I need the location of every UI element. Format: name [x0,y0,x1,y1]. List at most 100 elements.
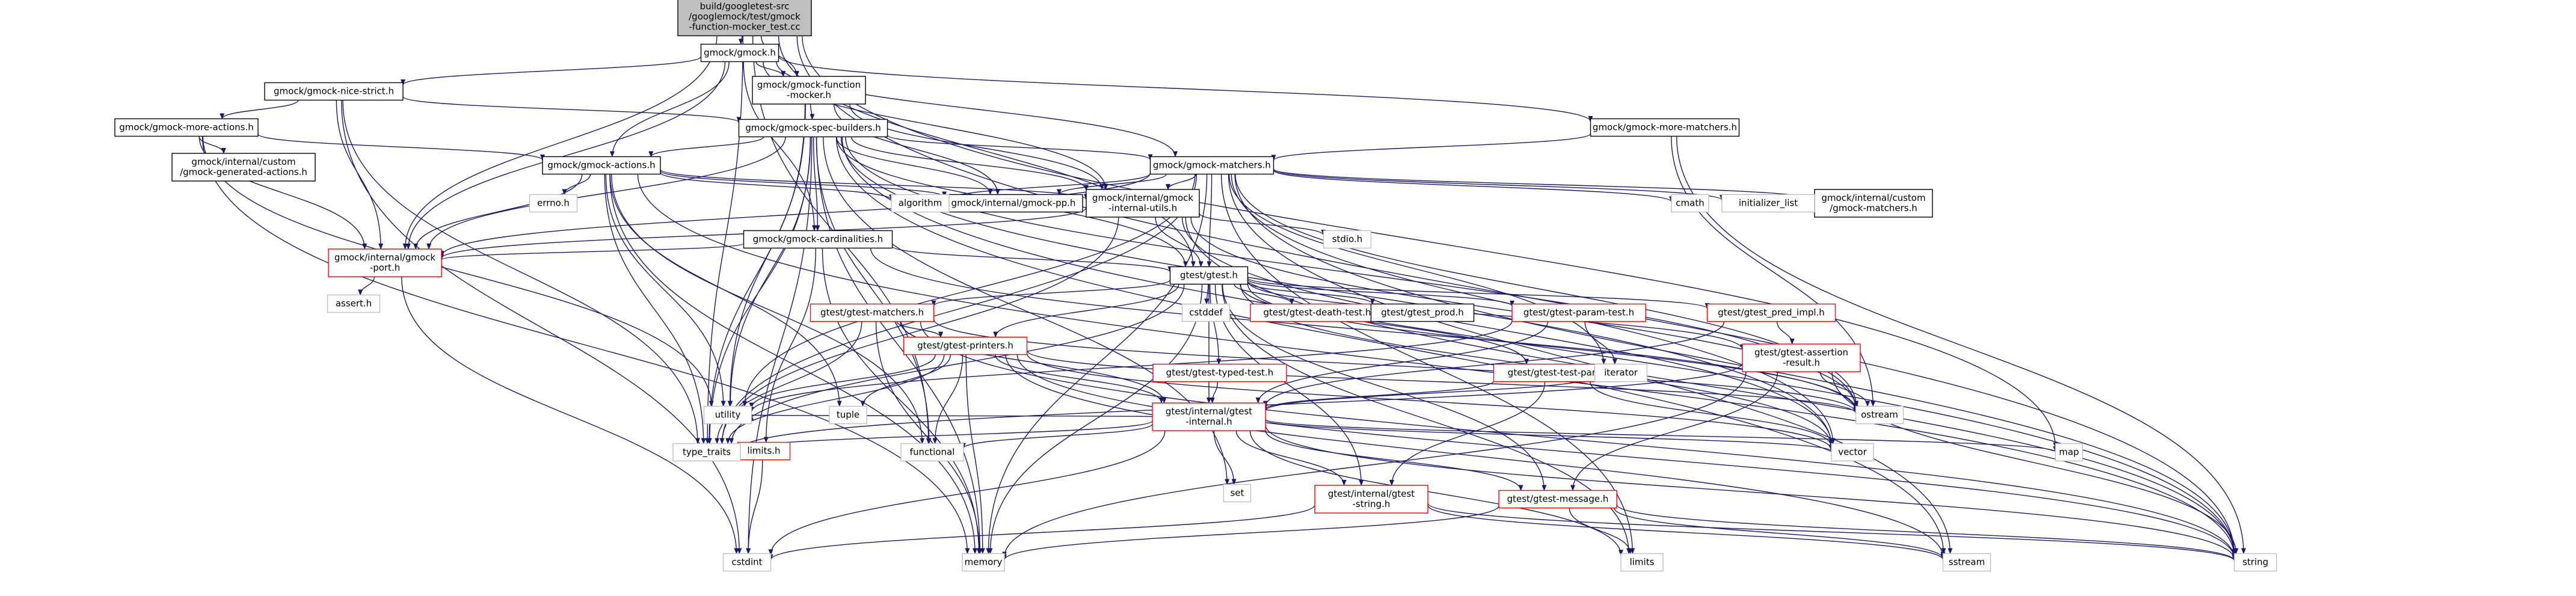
node-box [703,405,752,425]
edge-more-actions-to-memory [201,136,970,555]
edge-param-test-to-iterator [1584,321,1617,365]
node-limits-h[interactable]: limits.h [737,441,791,461]
node-algorithm[interactable]: algorithm [891,194,950,213]
node-assert-h[interactable]: assert.h [327,294,381,313]
node-box [737,441,791,461]
node-gtest[interactable]: gtest/gtest.h [1169,266,1249,285]
node-gtest-message[interactable]: gtest/gtest-message.h [1498,490,1617,509]
node-label: /gmock-matchers.h [1830,203,1917,214]
node-label: sstream [1949,557,1985,568]
node-label: gtest/gtest-matchers.h [820,307,924,318]
node-utility[interactable]: utility [703,405,752,425]
node-label: string [2242,557,2268,568]
node-label: limits.h [747,446,780,456]
node-label: gtest/gtest-death-test.h [1264,307,1371,318]
edge-actions-to-algorithm [660,172,894,201]
node-label: gmock/internal/gmock [334,252,435,263]
node-label: errno.h [537,198,570,209]
edge-actions-to-utility [605,174,726,407]
edge-gtest-to-gtest-prod [1247,281,1375,305]
node-param-test[interactable]: gtest/gtest-param-test.h [1511,303,1646,322]
node-more-matchers[interactable]: gmock/gmock-more-matchers.h [1590,118,1740,137]
edge-gmock-to-nice-strict [401,56,702,86]
node-label: gmock/gmock-nice-strict.h [274,86,394,97]
node-iterator[interactable]: iterator [1594,363,1648,382]
node-box [677,0,812,37]
node-internal-utils[interactable]: gmock/internal/gmock-internal-utils.h [1086,189,1200,218]
node-vector[interactable]: vector [1831,443,1874,462]
edge-gtest-string-to-string [1427,503,2237,562]
edge-gtest-internal-to-gtest-message [1265,430,1523,491]
node-box [891,194,950,213]
edge-spec-builders-to-actions [648,136,764,158]
node-stdio-h[interactable]: stdio.h [1323,230,1372,249]
node-gtest-internal[interactable]: gtest/internal/gtest-internal.h [1152,402,1266,431]
node-more-actions[interactable]: gmock/gmock-more-actions.h [114,118,259,137]
node-set[interactable]: set [1223,484,1252,503]
node-function-mocker[interactable]: gmock/gmock-function-mocker.h [752,76,866,105]
edge-cardinalities-to-gmock-port [439,243,745,260]
node-box [1706,303,1836,322]
node-type-traits[interactable]: type_traits [672,443,741,462]
node-box [327,294,381,313]
node-printers[interactable]: gtest/gtest-printers.h [903,336,1028,355]
node-tuple[interactable]: tuple [829,405,867,425]
edge-gtest-internal-to-utility [751,414,1153,421]
edge-printers-to-utility [749,354,936,409]
edge-more-matchers-to-ostream [1671,136,1876,407]
edge-spec-builders-to-utility [728,137,811,407]
node-gmock-pp[interactable]: gmock/internal/gmock-pp.h [944,194,1083,213]
edge-assertion-result-to-memory [1002,371,1747,558]
node-sstream[interactable]: sstream [1942,553,1991,572]
node-root[interactable]: build/googletest-src/googlemock/test/gmo… [677,0,812,37]
node-nice-strict[interactable]: gmock/gmock-nice-strict.h [264,82,404,101]
node-label: cstddef [1189,307,1223,318]
node-spec-builders[interactable]: gmock/gmock-spec-builders.h [738,118,888,138]
edge-more-actions-to-actions [257,134,545,161]
node-limits[interactable]: limits [1620,553,1664,572]
node-gtest-string[interactable]: gtest/internal/gtest-string.h [1314,485,1428,514]
node-label: stdio.h [1332,234,1363,245]
node-cstdint[interactable]: cstdint [722,553,772,572]
node-custom-generated-actions[interactable]: gmock/internal/custom/gmock-generated-ac… [171,153,316,182]
node-gmock[interactable]: gmock/gmock.h [700,43,779,63]
node-custom-matchers[interactable]: gmock/internal/custom/gmock-matchers.h [1814,189,1933,218]
node-pred-impl[interactable]: gtest/gtest_pred_impl.h [1706,303,1836,322]
node-death-test[interactable]: gtest/gtest-death-test.h [1250,303,1385,322]
edge-function-mocker-to-type-traits [707,103,806,444]
edge-matchers-to-memory [986,174,1208,555]
node-box [944,194,1083,213]
edge-printers-to-functional [932,354,964,444]
node-functional[interactable]: functional [900,443,964,462]
node-gmock-port[interactable]: gmock/internal/gmock-port.h [328,248,442,277]
edge-matchers-to-gmock-pp [1057,174,1167,195]
node-gtest-matchers[interactable]: gtest/gtest-matchers.h [810,303,935,322]
node-gtest-prod[interactable]: gtest/gtest_prod.h [1370,303,1475,322]
node-memory[interactable]: memory [962,553,1005,572]
edge-gtest-to-printers [993,284,1179,338]
edge-matchers-to-custom-matchers [1273,168,1817,201]
node-ostream[interactable]: ostream [1855,405,1904,425]
node-map[interactable]: map [2055,443,2083,462]
edge-gtest-matchers-to-printers [896,321,944,338]
node-label: gmock/gmock-function [757,79,861,90]
node-initializer-list[interactable]: initializer_list [1721,194,1815,213]
node-errno-h[interactable]: errno.h [529,194,578,213]
node-typed-test[interactable]: gtest/gtest-typed-test.h [1152,363,1287,382]
node-cardinalities[interactable]: gmock/gmock-cardinalities.h [743,230,893,249]
node-label: ostream [1861,410,1898,420]
node-assertion-result[interactable]: gtest/gtest-assertion-result.h [1742,343,1861,372]
node-box [672,443,741,462]
node-cmath[interactable]: cmath [1671,194,1709,213]
node-label: gtest/internal/gtest [1328,488,1415,499]
node-matchers[interactable]: gmock/gmock-matchers.h [1149,156,1274,175]
edge-limits-h-to-cstdint [746,459,763,555]
edge-test-part-to-gtest-internal [1263,380,1495,411]
node-actions[interactable]: gmock/gmock-actions.h [542,156,661,175]
node-box [1511,303,1646,322]
node-label: tuple [837,410,859,420]
node-string[interactable]: string [2234,553,2277,572]
node-box [1831,443,1874,462]
node-cstddef[interactable]: cstddef [1181,303,1231,322]
node-label: gmock/gmock-more-matchers.h [1593,122,1737,133]
